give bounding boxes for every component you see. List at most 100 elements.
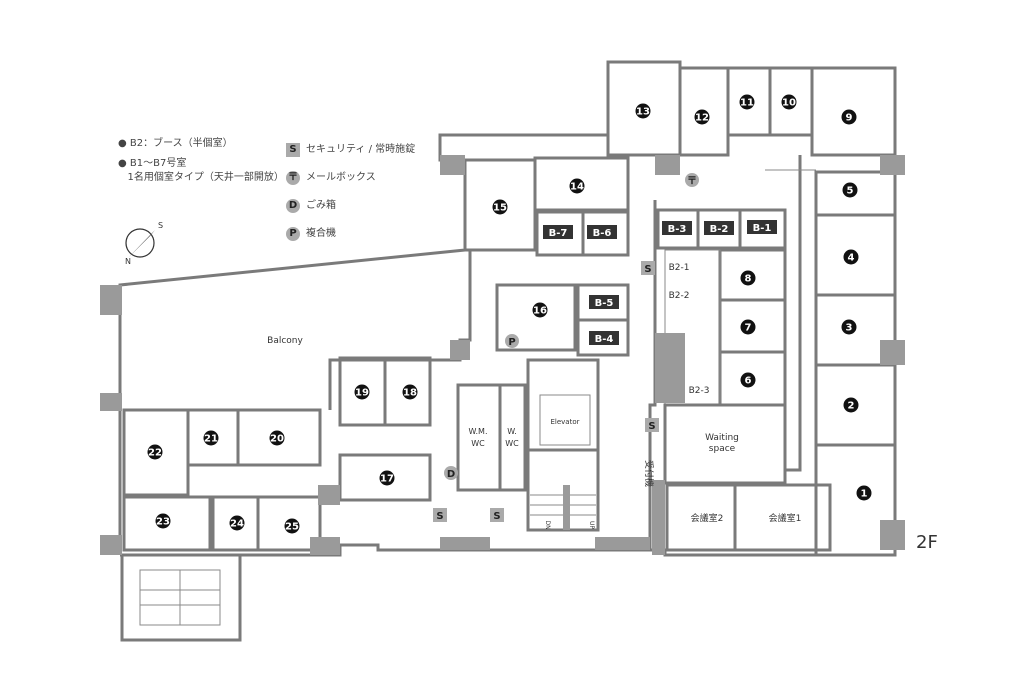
- room-number-badge: [569, 178, 585, 194]
- room-13[interactable]: 13: [635, 103, 651, 119]
- room-number-badge: [740, 372, 756, 388]
- room-number: 3: [846, 323, 853, 334]
- legend-item-mailbox: 〒メールボックス: [286, 164, 415, 192]
- room-15[interactable]: 15: [492, 199, 508, 215]
- room-number: 24: [230, 519, 244, 530]
- compass-ring: [125, 228, 155, 258]
- compass-needle-icon: [128, 230, 155, 258]
- room-number: 20: [270, 434, 284, 445]
- room-1[interactable]: 1: [856, 485, 872, 501]
- booth-B-6[interactable]: B-6: [587, 225, 617, 239]
- room-6[interactable]: 6: [740, 372, 756, 388]
- booth-B-5[interactable]: B-5: [589, 295, 619, 309]
- room-number-badge: [492, 199, 508, 215]
- room-number: 16: [533, 306, 547, 317]
- booth-label: B-6: [593, 228, 612, 239]
- room-11[interactable]: 11: [739, 94, 755, 110]
- booth-label-bg: [587, 225, 617, 239]
- booth-label: B-7: [549, 228, 568, 239]
- room-number: 15: [493, 203, 507, 214]
- room-number: 13: [636, 107, 650, 118]
- room-19[interactable]: 19: [354, 384, 370, 400]
- room-12[interactable]: 12: [694, 109, 710, 125]
- wm-wc-label: W.M.: [469, 427, 488, 436]
- booth-label: B-5: [595, 298, 614, 309]
- room-20[interactable]: 20: [269, 430, 285, 446]
- trash-marker: D: [444, 466, 458, 480]
- walls: [118, 60, 897, 642]
- room-number: 7: [745, 323, 752, 334]
- mailbox-marker: 〒: [685, 173, 699, 187]
- booth-B-1[interactable]: B-1: [747, 220, 777, 234]
- legend-item-b2: ● B2：ブース（半個室）: [118, 138, 233, 149]
- room-10[interactable]: 10: [781, 94, 797, 110]
- room-9[interactable]: 9: [841, 109, 857, 125]
- booth-label: B-3: [668, 224, 687, 235]
- booth-label-bg: [589, 295, 619, 309]
- legend-item-b1-b7: ● B1〜B7号室 1名用個室タイプ（天井一部開放）: [118, 158, 284, 183]
- room-16[interactable]: 16: [532, 302, 548, 318]
- room-number-badge: [635, 103, 651, 119]
- room-number: 25: [285, 522, 299, 533]
- stair-dn-label: DN: [544, 520, 551, 529]
- w-wc-label: W.: [507, 427, 517, 436]
- b2-booth-label: B2-1: [669, 263, 690, 273]
- printer-marker: P: [505, 334, 519, 348]
- room-8[interactable]: 8: [740, 270, 756, 286]
- room-number: 14: [570, 182, 584, 193]
- booth-B-2[interactable]: B-2: [704, 221, 734, 235]
- legend-item-security: S セキュリティ / 常時施錠: [286, 136, 415, 164]
- booth-label: B-1: [753, 223, 772, 234]
- room-17[interactable]: 17: [379, 470, 395, 486]
- legend-subtext: 1名用個室タイプ（天井一部開放）: [127, 172, 284, 183]
- booth-B-3[interactable]: B-3: [662, 221, 692, 235]
- stair-up-label: UP: [588, 521, 595, 529]
- compass-north: N: [125, 257, 131, 266]
- security-marker-label: S: [436, 511, 443, 522]
- legend-left: ● B2：ブース（半個室） ● B1〜B7号室 1名用個室タイプ（天井一部開放）: [118, 137, 284, 185]
- room-24[interactable]: 24: [229, 515, 245, 531]
- legend-text: セキュリティ / 常時施錠: [306, 144, 416, 155]
- room-number-badge: [781, 94, 797, 110]
- room-number-badge: [229, 515, 245, 531]
- booth-B-7[interactable]: B-7: [543, 225, 573, 239]
- room-number-badge: [739, 94, 755, 110]
- room-number-badge: [379, 470, 395, 486]
- structural-columns: [100, 155, 905, 555]
- room-number: 21: [204, 434, 218, 445]
- room-23[interactable]: 23: [155, 513, 171, 529]
- room-number-badge: [694, 109, 710, 125]
- security-marker: S: [433, 508, 447, 522]
- room-number: 9: [846, 113, 853, 124]
- room-21[interactable]: 21: [203, 430, 219, 446]
- room-number: 11: [740, 98, 754, 109]
- legend-text: メールボックス: [306, 172, 376, 183]
- room-22[interactable]: 22: [147, 444, 163, 460]
- room-number-badge: [856, 485, 872, 501]
- room-4[interactable]: 4: [843, 249, 859, 265]
- room-number: 2: [848, 401, 855, 412]
- meeting-room-2-label: 会議室2: [691, 512, 724, 524]
- room-number-badge: [740, 270, 756, 286]
- room-18[interactable]: 18: [402, 384, 418, 400]
- security-marker-label: S: [644, 264, 651, 275]
- room-3[interactable]: 3: [841, 319, 857, 335]
- mailbox-icon: [685, 173, 699, 187]
- room-2[interactable]: 2: [843, 397, 859, 413]
- b2-booth-label: B2-3: [689, 386, 710, 396]
- w-wc-label: WC: [505, 439, 519, 448]
- room-25[interactable]: 25: [284, 518, 300, 534]
- room-5[interactable]: 5: [842, 182, 858, 198]
- room-14[interactable]: 14: [569, 178, 585, 194]
- security-icon: [645, 418, 659, 432]
- security-icon: S: [286, 143, 300, 157]
- waiting-space-label: space: [709, 444, 736, 454]
- booth-B-4[interactable]: B-4: [589, 331, 619, 345]
- room-number: 18: [403, 388, 417, 399]
- room-7[interactable]: 7: [740, 319, 756, 335]
- security-icon: [641, 261, 655, 275]
- b2-booth-label: B2-2: [669, 291, 690, 301]
- legend-text: 複合機: [306, 228, 336, 239]
- room-number: 10: [782, 98, 796, 109]
